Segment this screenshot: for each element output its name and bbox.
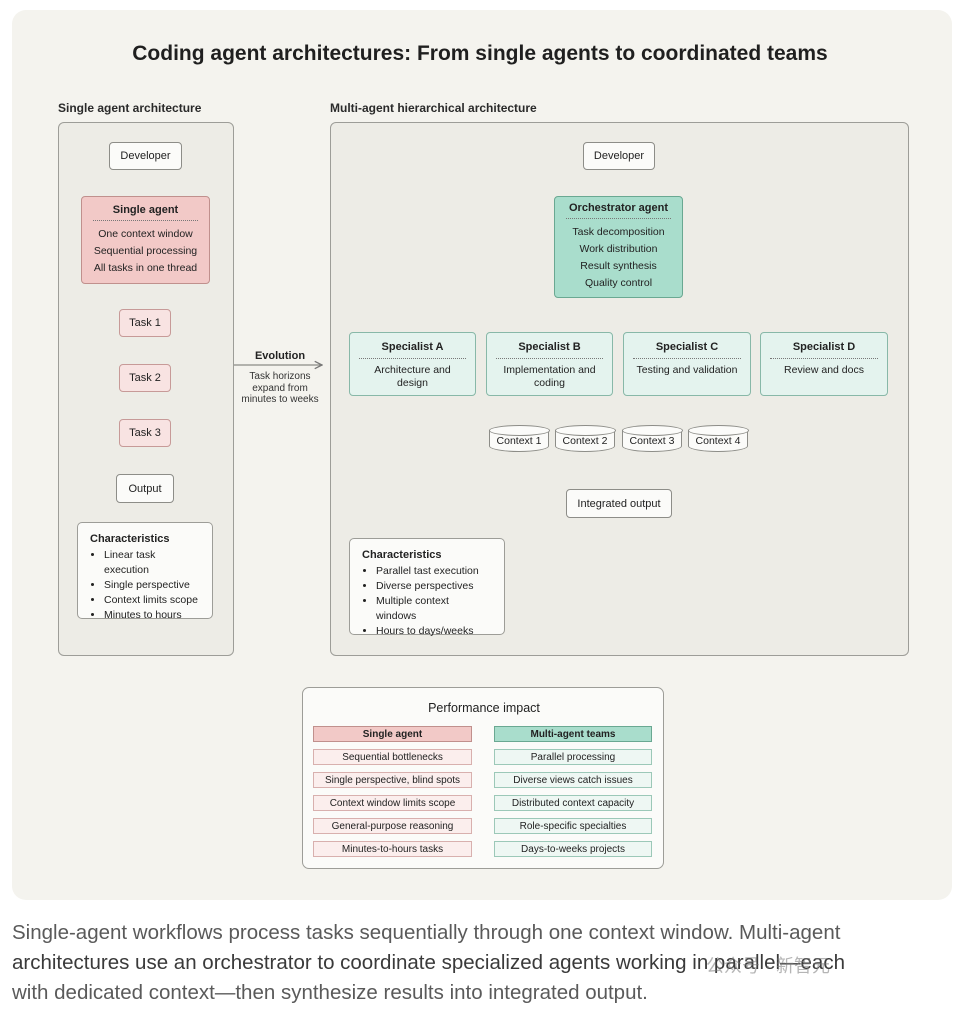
performance-left-cell: General-purpose reasoning	[313, 818, 472, 834]
single-agent-line: One context window	[98, 227, 193, 240]
characteristics-title: Characteristics	[362, 549, 442, 561]
characteristic-item: Minutes to hours	[104, 608, 200, 623]
context-4-store: Context 4	[687, 425, 749, 452]
characteristic-item: Linear task execution	[104, 548, 200, 578]
performance-left-cell: Sequential bottlenecks	[313, 749, 472, 765]
characteristic-item: Context limits scope	[104, 593, 200, 608]
task-1-node: Task 1	[119, 309, 171, 337]
specialist-title: Specialist C	[632, 341, 742, 359]
specialist-line: design	[397, 377, 428, 389]
context-label: Context 1	[496, 434, 542, 447]
performance-right-cell: Role-specific specialties	[494, 818, 652, 834]
caption-line: Single-agent workflows process tasks seq…	[12, 921, 841, 944]
watermark: 公众号 · 新智元	[706, 956, 830, 976]
orchestrator-line: Result synthesis	[580, 260, 657, 272]
single-agent-line: All tasks in one thread	[93, 261, 198, 274]
evolution-label: Evolution	[254, 350, 306, 362]
characteristic-item: Diverse perspectives	[376, 579, 492, 594]
orchestrator-line: Quality control	[584, 277, 653, 289]
caption-line: with dedicated context—then synthesize r…	[12, 981, 648, 1004]
evolution-line: Task horizons	[249, 371, 311, 382]
performance-left-cell: Single perspective, blind spots	[313, 772, 472, 788]
characteristic-item: Multiple context windows	[376, 594, 492, 624]
characteristic-item: Parallel tast execution	[376, 564, 492, 579]
output-node: Output	[116, 474, 174, 503]
single-agent-line: Sequential processing	[93, 244, 198, 257]
single-agent-title: Single agent	[93, 204, 198, 221]
specialist-b-node: Specialist B Implementation and coding	[486, 332, 613, 396]
diagram-title: Coding agent architectures: From single …	[132, 42, 828, 65]
context-1-store: Context 1	[488, 425, 550, 452]
specialist-line: coding	[534, 377, 565, 389]
specialist-a-node: Specialist A Architecture and design	[349, 332, 476, 396]
performance-right-cell: Days-to-weeks projects	[494, 841, 652, 857]
specialist-line: Implementation and	[503, 364, 596, 376]
multi-agent-header: Multi-agent teams	[494, 726, 652, 742]
figure-caption: Single-agent workflows process tasks seq…	[12, 918, 952, 1008]
context-label: Context 3	[629, 434, 675, 447]
characteristic-item: Hours to days/weeks	[376, 624, 492, 639]
task-3-node: Task 3	[119, 419, 171, 447]
specialist-d-node: Specialist D Review and docs	[760, 332, 888, 396]
performance-left-cell: Minutes-to-hours tasks	[313, 841, 472, 857]
evolution-line: expand from	[252, 382, 308, 394]
orchestrator-agent-node: Orchestrator agent Task decomposition Wo…	[554, 196, 683, 298]
evolution-line: minutes to weeks	[241, 394, 319, 405]
context-3-store: Context 3	[621, 425, 683, 452]
specialist-title: Specialist B	[495, 341, 604, 359]
specialist-title: Specialist A	[358, 341, 467, 359]
specialist-c-node: Specialist C Testing and validation	[623, 332, 751, 396]
characteristics-title: Characteristics	[90, 533, 170, 545]
orchestrator-line: Task decomposition	[572, 226, 665, 238]
characteristic-item: Single perspective	[104, 578, 200, 593]
specialist-line: Architecture and	[374, 364, 451, 376]
single-characteristics: Characteristics Linear task execution Si…	[77, 522, 213, 621]
caption-line: architectures use an orchestrator to coo…	[12, 951, 845, 974]
multi-characteristics: Characteristics Parallel tast execution …	[349, 538, 505, 637]
task-2-node: Task 2	[119, 364, 171, 392]
specialist-line: Testing and validation	[636, 364, 738, 376]
specialist-line: Review and docs	[784, 364, 864, 376]
context-2-store: Context 2	[554, 425, 616, 452]
performance-right-cell: Distributed context capacity	[494, 795, 652, 811]
multi-section-label: Multi-agent hierarchical architecture	[330, 101, 537, 115]
single-agent-header: Single agent	[313, 726, 472, 742]
integrated-output-node: Integrated output	[566, 489, 672, 518]
performance-left-cell: Context window limits scope	[313, 795, 472, 811]
multi-developer-node: Developer	[583, 142, 655, 170]
specialist-title: Specialist D	[769, 341, 879, 359]
evolution-caption: Task horizons expand from minutes to wee…	[232, 371, 328, 406]
performance-title: Performance impact	[428, 701, 540, 715]
orchestrator-line: Work distribution	[579, 243, 658, 255]
orchestrator-title: Orchestrator agent	[566, 202, 671, 219]
context-label: Context 4	[695, 434, 741, 447]
single-agent-node: Single agent One context window Sequenti…	[81, 196, 210, 284]
context-label: Context 2	[562, 434, 608, 447]
single-developer-node: Developer	[109, 142, 182, 170]
single-section-label: Single agent architecture	[58, 101, 202, 115]
performance-right-cell: Parallel processing	[494, 749, 652, 765]
performance-right-cell: Diverse views catch issues	[494, 772, 652, 788]
